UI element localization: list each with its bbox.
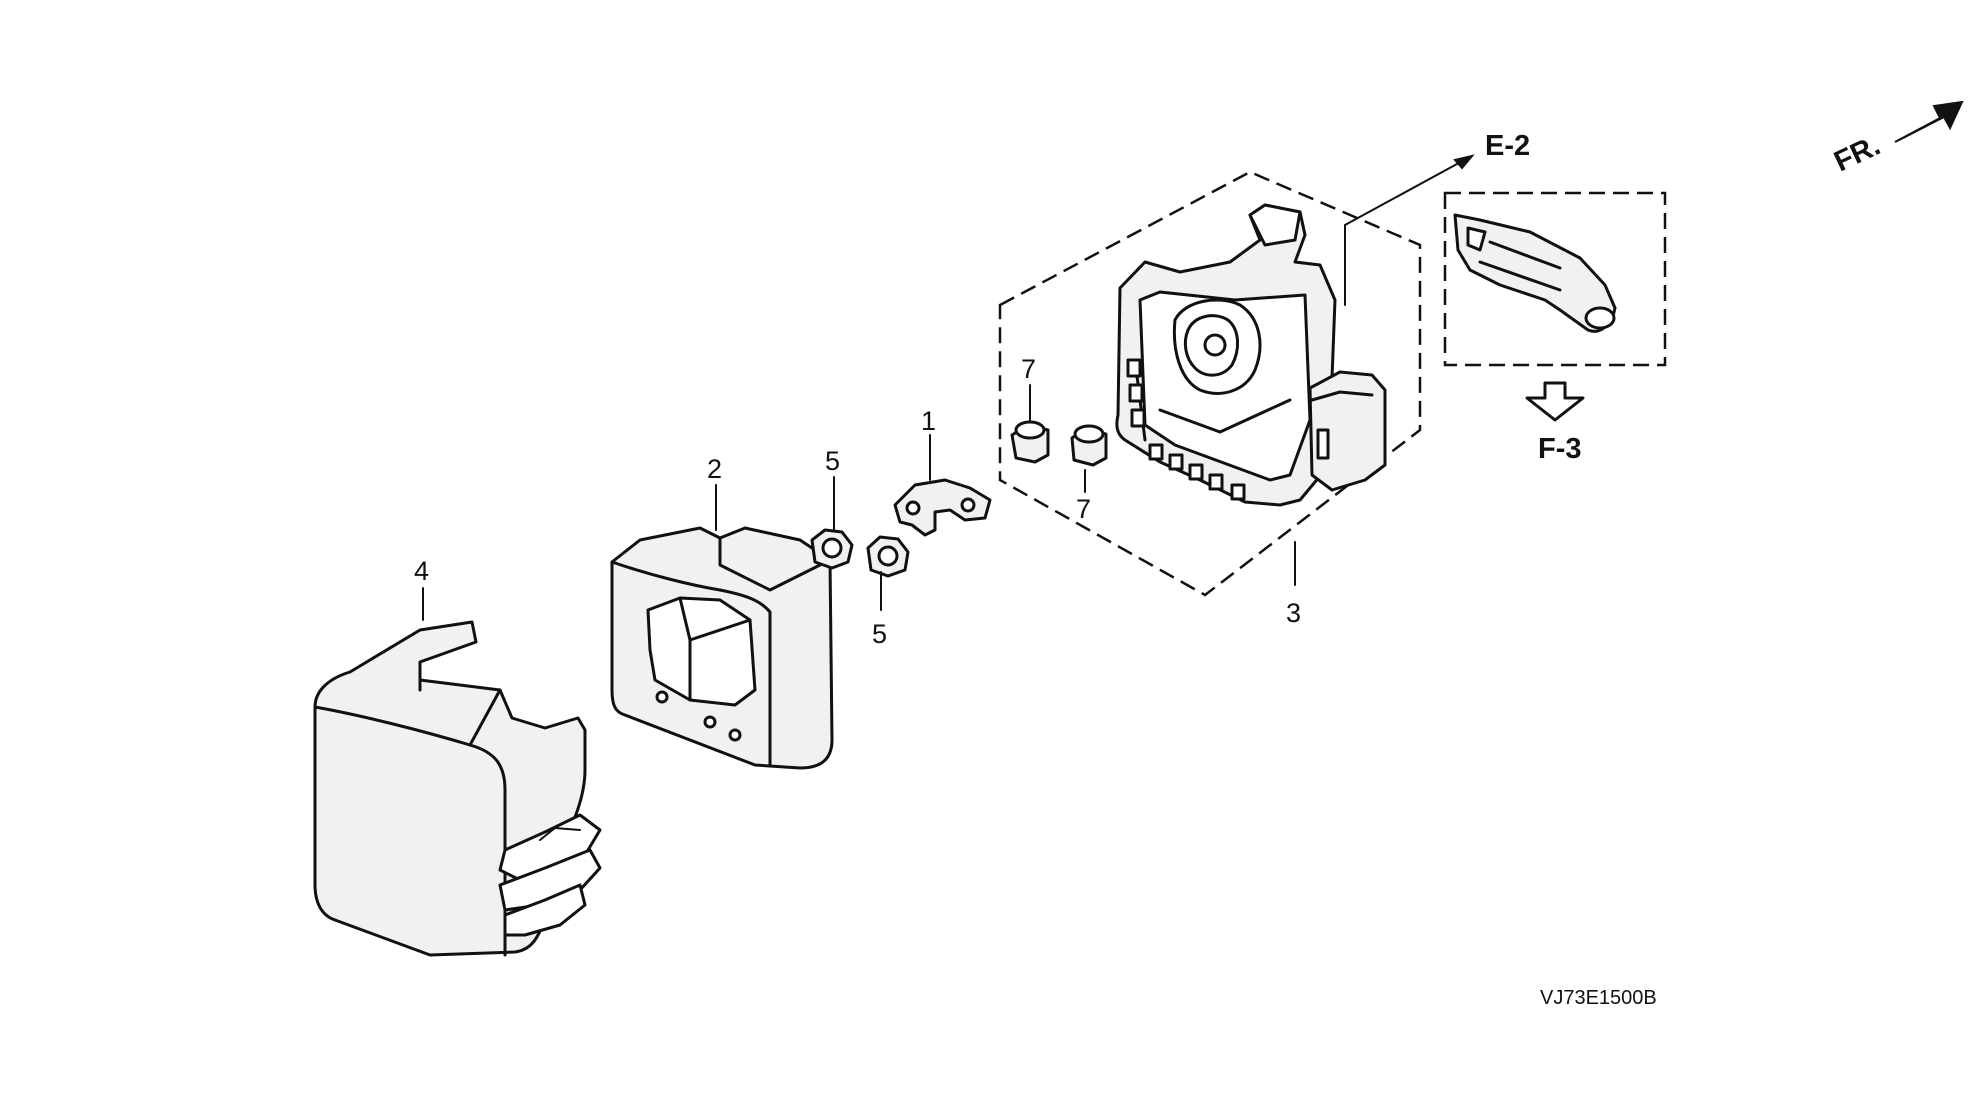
air-cleaner-case-part3	[1115, 203, 1387, 507]
callout-part2: 2	[707, 454, 722, 484]
front-direction-indicator: FR.	[1829, 100, 1964, 179]
collar-part7-top	[1010, 420, 1050, 464]
front-label: FR.	[1829, 130, 1885, 179]
arrow-to-e2	[1453, 154, 1475, 170]
callout-part1: 1	[921, 406, 936, 436]
breather-tube-inset	[1453, 213, 1617, 333]
front-arrow-icon	[1894, 100, 1964, 143]
callout-part7-bottom: 7	[1076, 494, 1091, 524]
assembly-boundary-part3	[998, 170, 1422, 597]
air-filter-element-part2	[610, 526, 834, 770]
reference-e2: E-2	[1485, 130, 1530, 162]
callout-part5-bottom: 5	[872, 619, 887, 649]
nut-part5-bottom	[866, 535, 910, 578]
callout-part7-top: 7	[1021, 354, 1036, 384]
plate-bracket-part1	[893, 478, 992, 537]
case-slots	[1126, 358, 1246, 501]
diagram-code: VJ73E1500B	[1540, 987, 1657, 1009]
air-cleaner-cover-part4	[313, 620, 602, 957]
reference-f3: F-3	[1538, 433, 1582, 465]
collar-part7-bottom	[1070, 424, 1108, 467]
nut-part5-top	[810, 528, 854, 570]
inset-box-breather	[1443, 191, 1667, 367]
down-arrow-to-f3	[1525, 381, 1585, 422]
callout-part5-top: 5	[825, 446, 840, 476]
leader-lines	[422, 157, 1469, 621]
callout-part4: 4	[414, 556, 429, 586]
callout-part3: 3	[1286, 598, 1301, 628]
